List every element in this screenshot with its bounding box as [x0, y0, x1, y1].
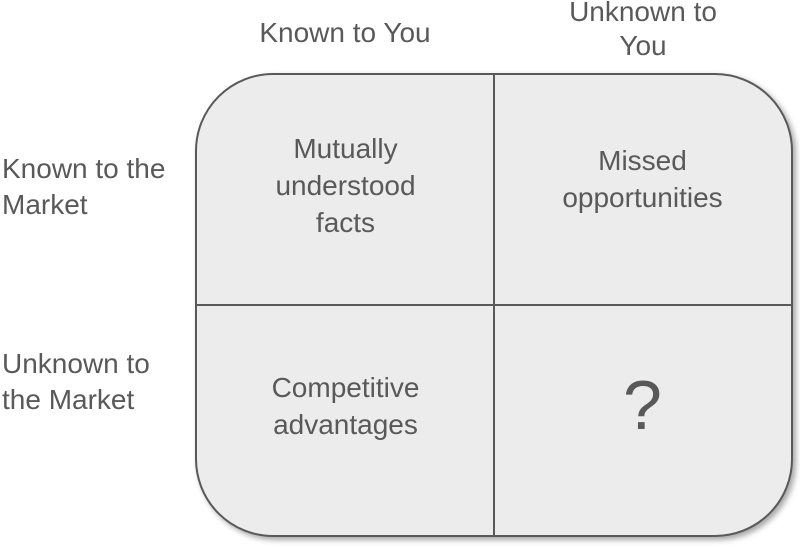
matrix-box: Mutually understood facts Missed opportu… — [195, 73, 793, 537]
quadrant-question-mark: ? — [623, 366, 662, 444]
quadrant-competitive-advantages: Competitive advantages — [271, 372, 420, 440]
quadrant-mutually-understood-facts: Mutually understood facts — [275, 132, 416, 238]
quadrant-grid: Mutually understood facts Missed opportu… — [197, 75, 791, 535]
row-header-known-to-the-market: Known to the Market — [2, 153, 166, 220]
quadrant-missed-opportunities: Missed opportunities — [562, 145, 723, 213]
horizontal-divider — [197, 304, 791, 306]
row-header-unknown-to-the-market: Unknown to the Market — [2, 348, 150, 415]
column-header-unknown-to-you: Unknown to You — [569, 0, 717, 61]
column-header-known-to-you: Known to You — [259, 17, 431, 48]
